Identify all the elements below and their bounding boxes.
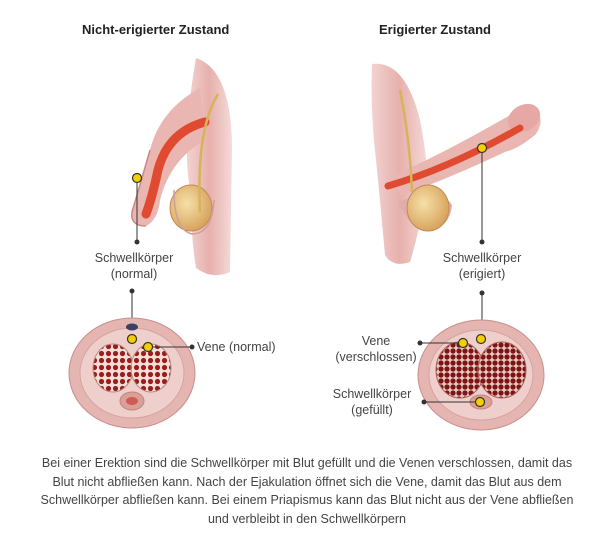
flaccid-cross-section xyxy=(68,288,196,429)
label-left-body: Schwellkörper (normal) xyxy=(94,251,174,281)
label-right-filled: Schwellkörper (gefüllt) xyxy=(332,387,412,417)
left-body-marker xyxy=(131,172,143,245)
label-left-vein: Vene (normal) xyxy=(197,340,276,354)
right-body-marker xyxy=(476,142,488,245)
flaccid-side-view xyxy=(131,58,232,276)
erect-side-view xyxy=(371,63,541,264)
heading-non-erect: Nicht-erigierter Zustand xyxy=(82,22,230,37)
heading-erect: Erigierter Zustand xyxy=(379,22,491,37)
left-vein-marker xyxy=(142,341,195,353)
right-vein-marker xyxy=(417,337,469,349)
right-filled-marker xyxy=(421,396,486,408)
caption-text: Bei einer Erektion sind die Schwellkörpe… xyxy=(40,456,574,526)
label-right-body: Schwellkörper (erigiert) xyxy=(442,251,522,281)
label-right-vein: Vene (verschlossen) xyxy=(335,334,417,364)
erect-cross-section xyxy=(417,290,545,431)
